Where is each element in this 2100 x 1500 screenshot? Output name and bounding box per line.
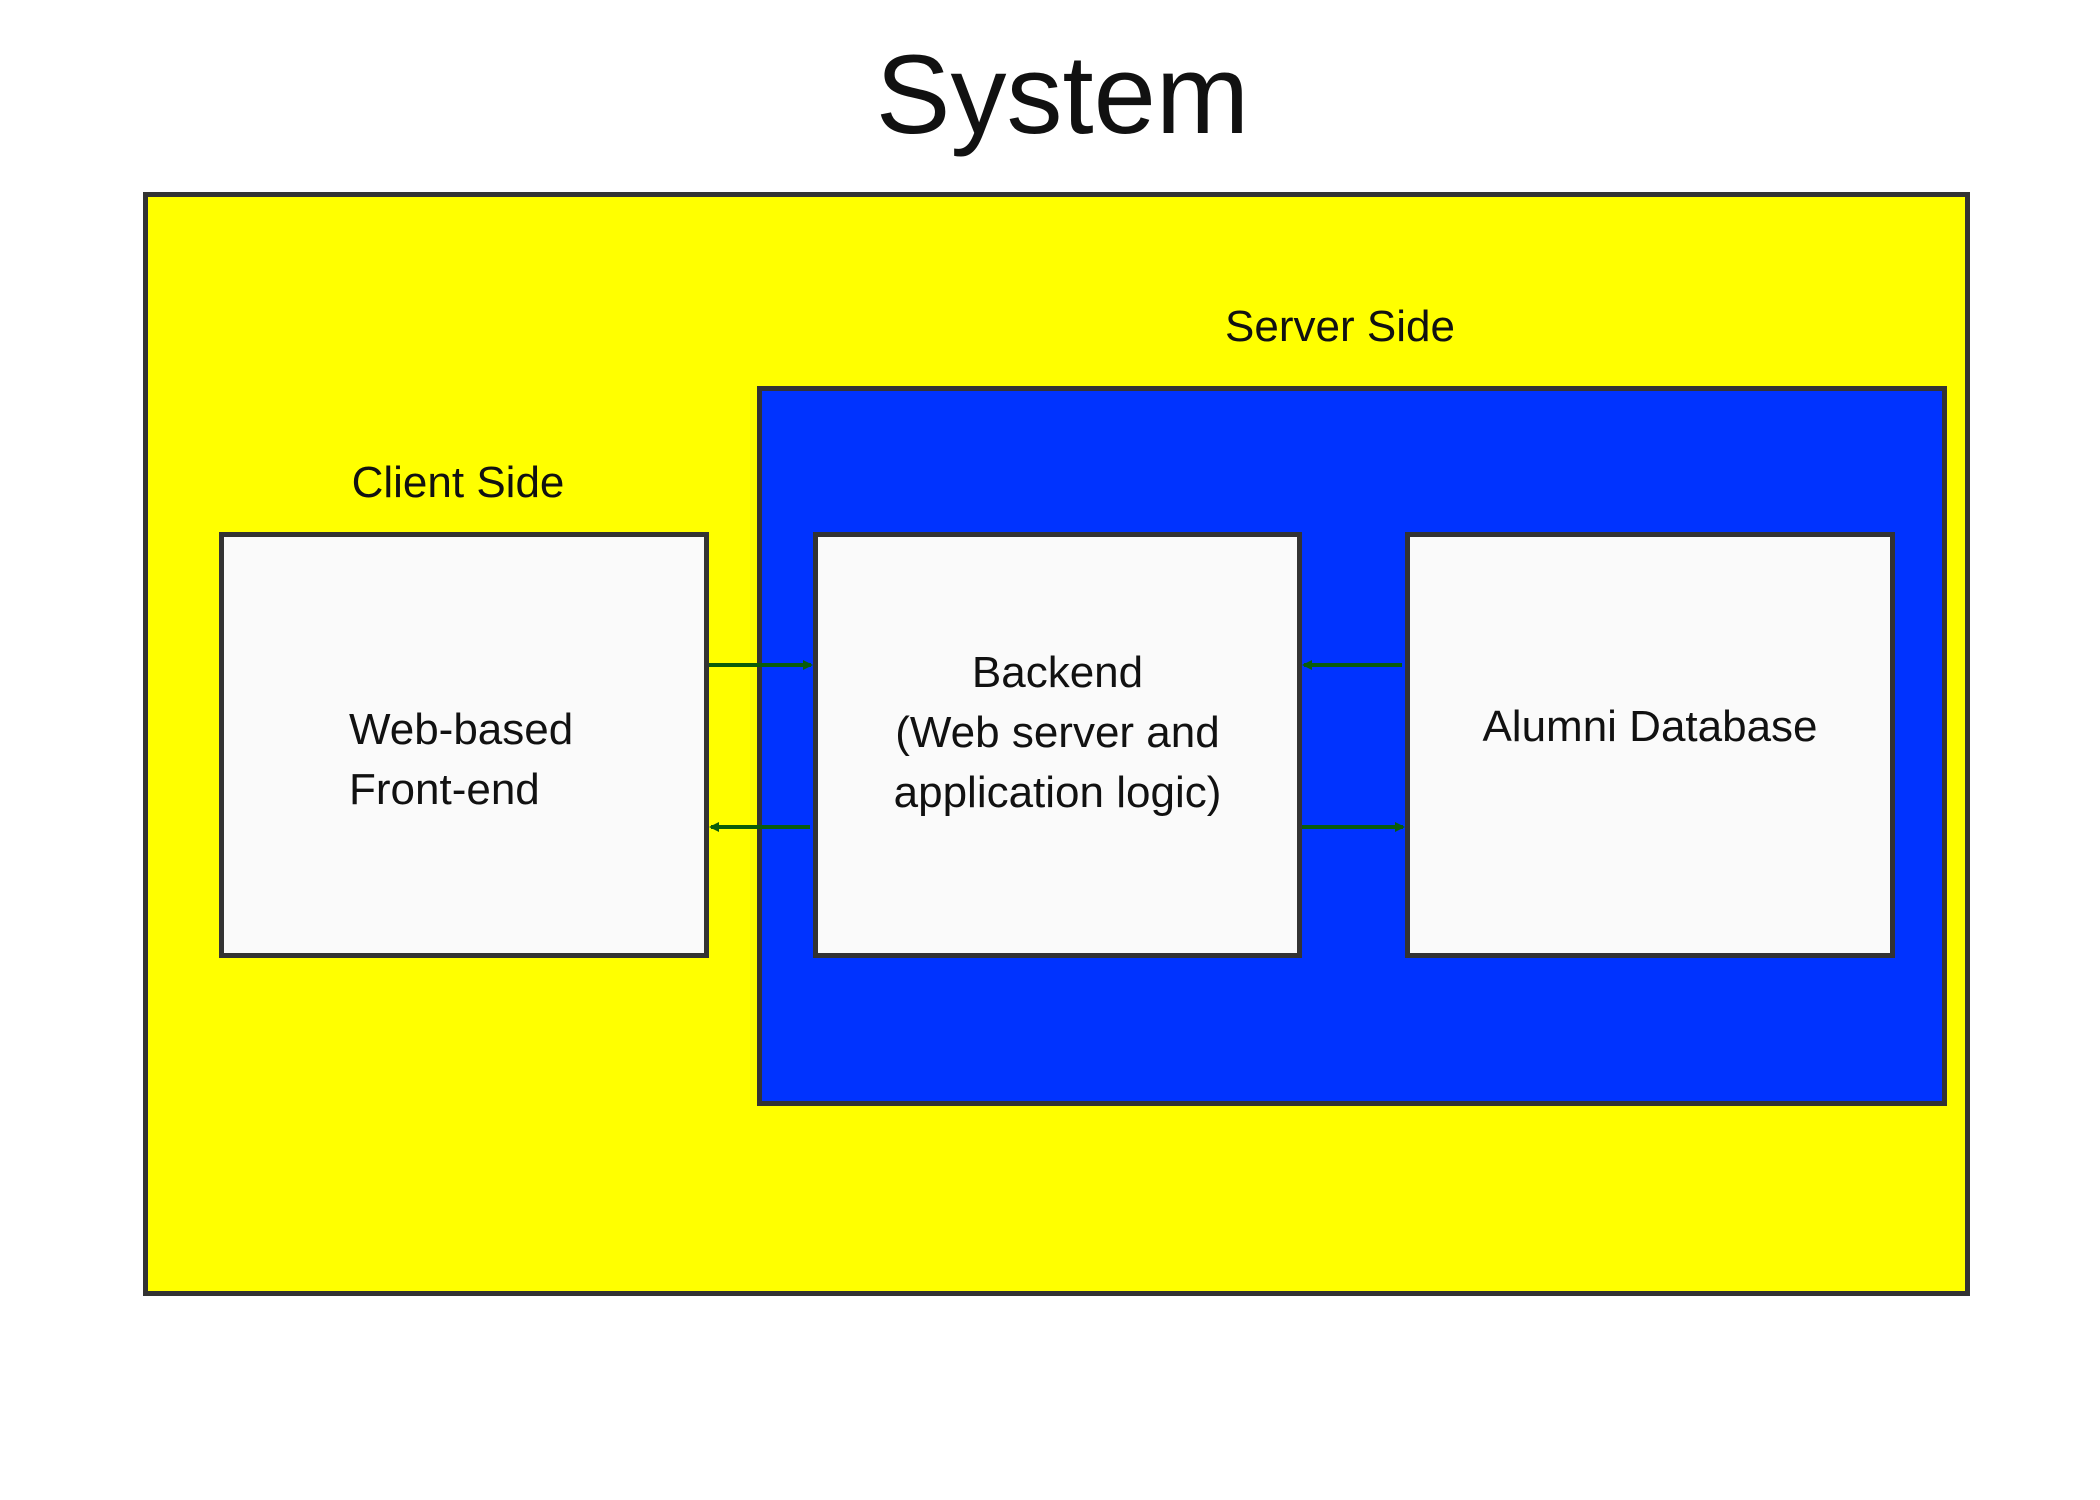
client-side-label: Client Side: [351, 458, 565, 507]
backend-node: Backend (Web server and application logi…: [813, 532, 1302, 958]
database-line-1: Alumni Database: [1482, 702, 1818, 751]
frontend-node-text: Web-based Front-end: [349, 700, 573, 820]
diagram-title: System: [875, 32, 1250, 157]
database-node: Alumni Database: [1405, 532, 1895, 958]
frontend-line-2: Front-end: [349, 765, 540, 814]
backend-line-3: application logic): [893, 768, 1222, 817]
frontend-line-1: Web-based: [349, 705, 574, 754]
database-node-text: Alumni Database: [1410, 697, 1890, 757]
backend-node-text: Backend (Web server and application logi…: [818, 643, 1297, 823]
backend-line-2: (Web server and: [895, 708, 1220, 757]
frontend-node: Web-based Front-end: [219, 532, 709, 958]
backend-line-1: Backend: [971, 648, 1144, 697]
server-side-label: Server Side: [1225, 302, 1455, 351]
